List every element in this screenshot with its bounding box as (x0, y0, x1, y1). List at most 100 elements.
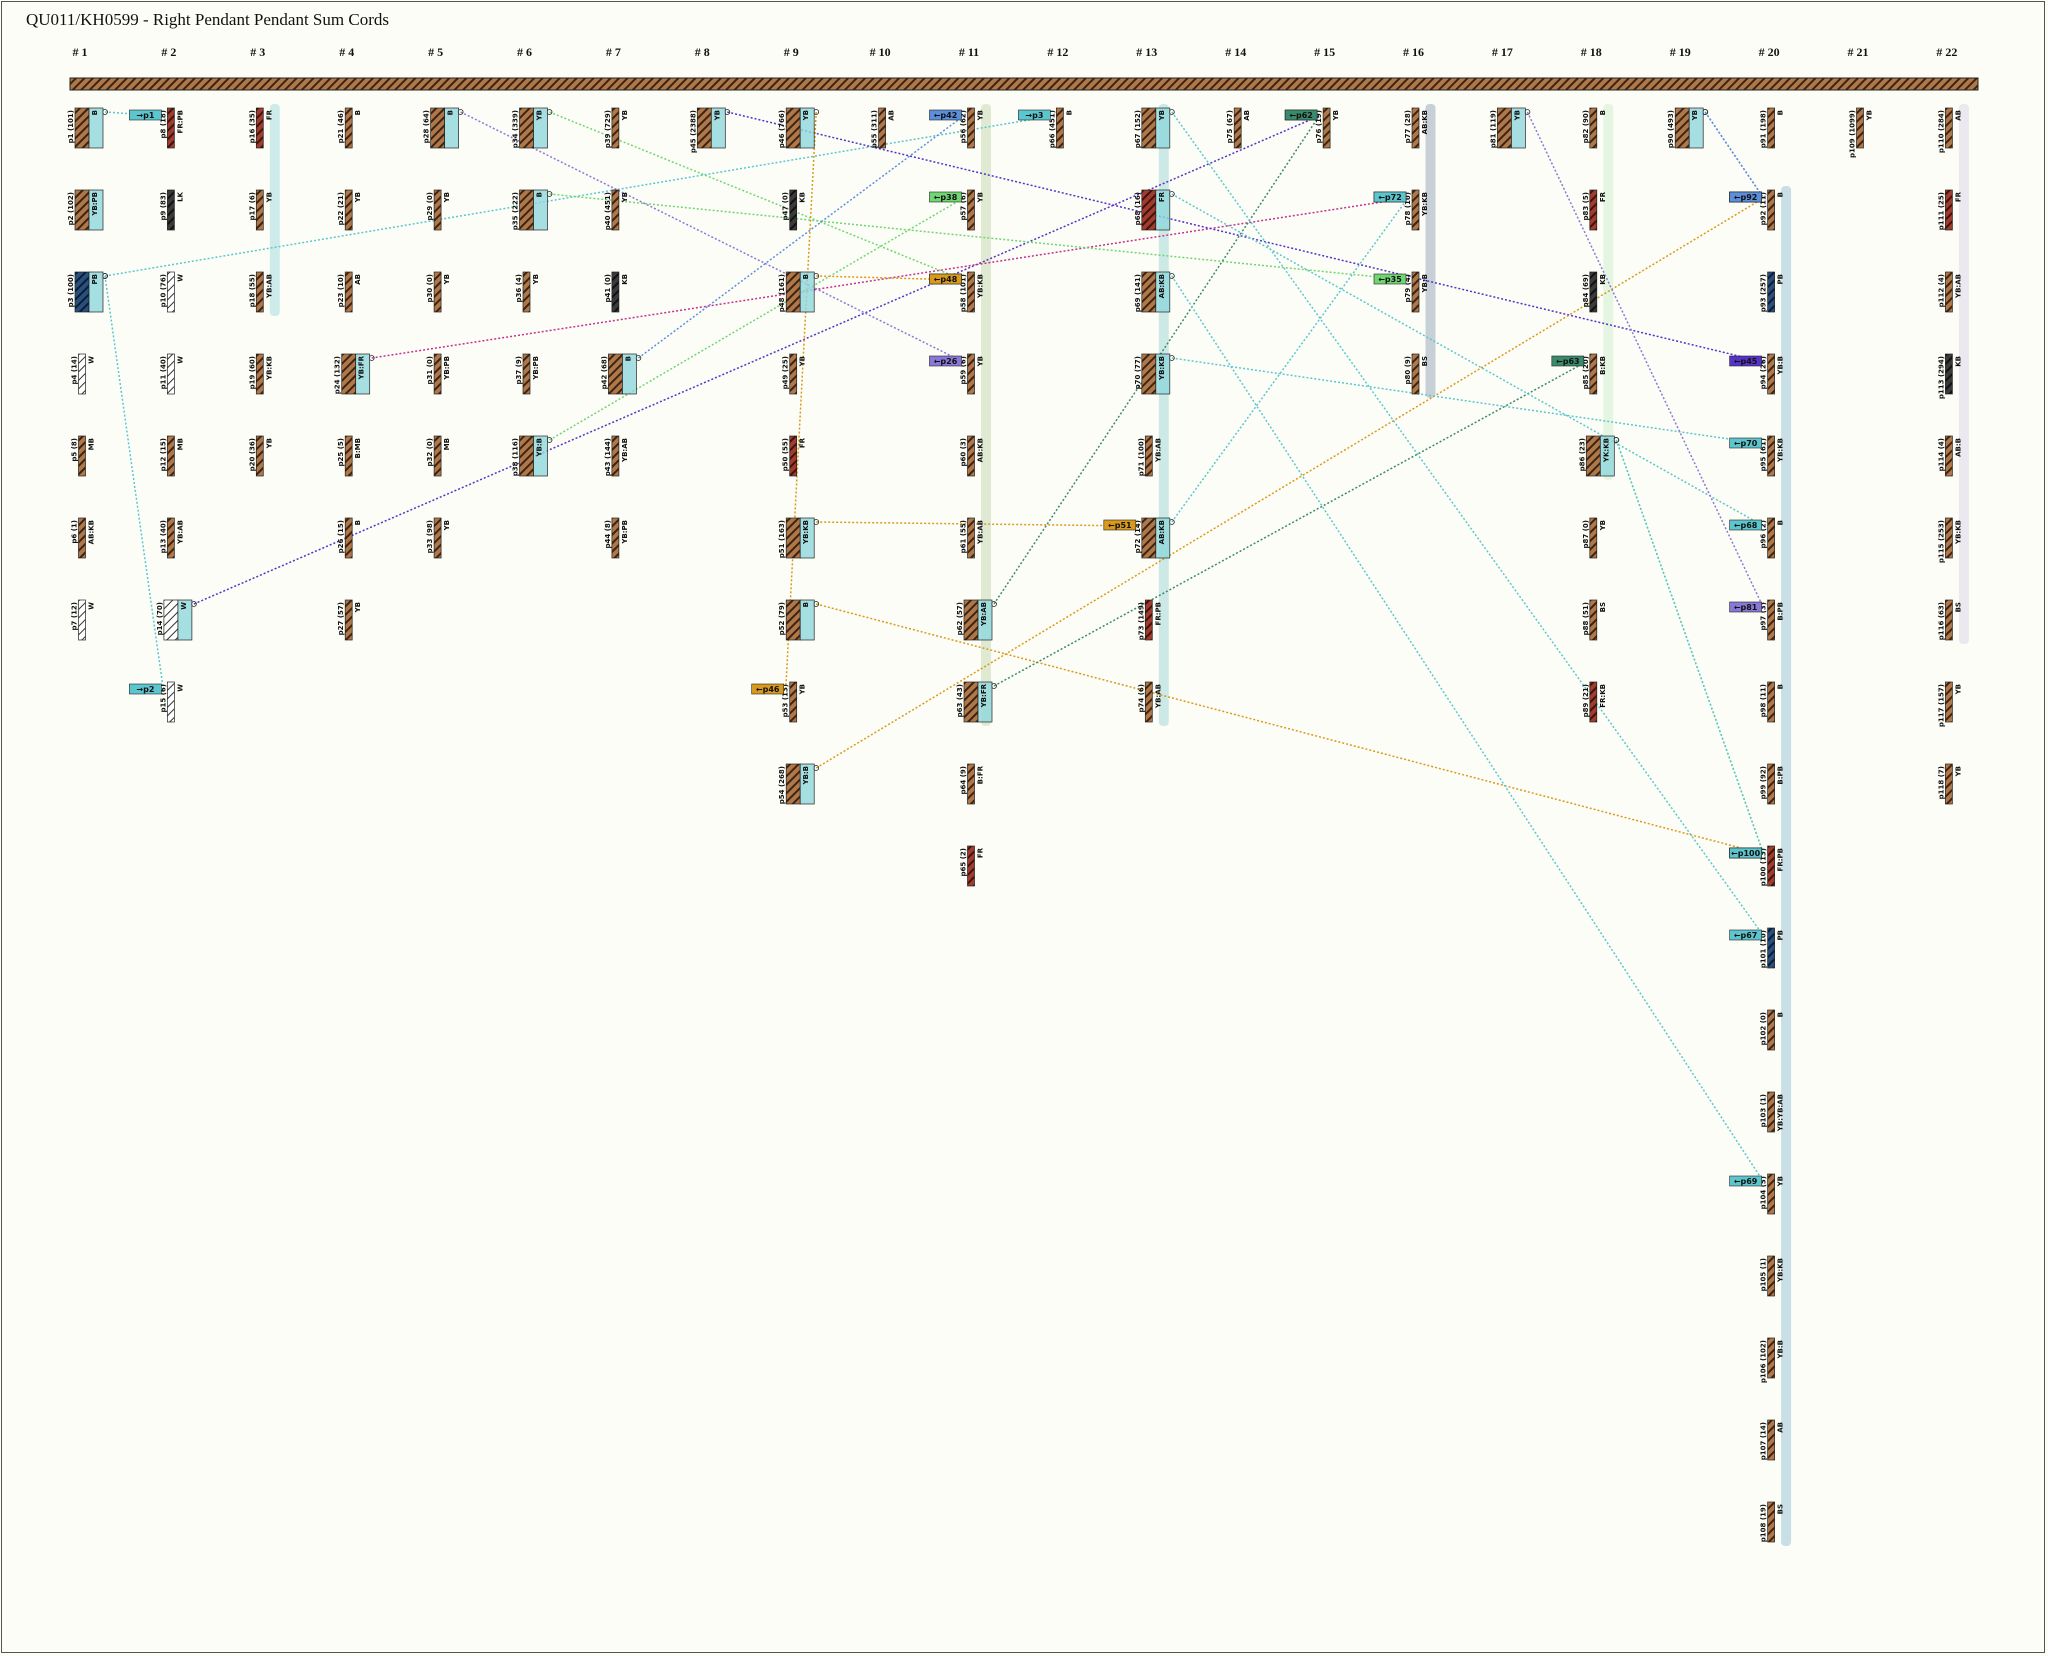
cord-p50[interactable]: p50 (55)FR (782, 435, 807, 477)
cord-p97[interactable]: p97 (3)B:PB (1760, 599, 1785, 641)
cord-p45[interactable]: p45 (2388)YB (689, 107, 726, 153)
cord-p9[interactable]: p9 (83)LK (159, 189, 184, 231)
cord-p48[interactable]: p48 (161)B (778, 271, 815, 313)
cord-p89[interactable]: p89 (21)FR:KB (1582, 681, 1607, 723)
cord-p98[interactable]: p98 (11)B (1760, 681, 1785, 723)
cord-p96[interactable]: p96 (2)B (1760, 517, 1785, 559)
cord-p31[interactable]: p31 (0)YB:PB (426, 353, 451, 395)
cord-p41[interactable]: p41 (0)KB (604, 271, 629, 313)
cord-p69[interactable]: p69 (141)AB:KB (1134, 271, 1171, 313)
cord-p72[interactable]: p72 (14)AB:KB (1134, 517, 1171, 559)
cord-p70[interactable]: p70 (77)YB:KB (1134, 353, 1171, 395)
cord-p51[interactable]: p51 (163)YB:KB (778, 517, 815, 559)
cord-p109[interactable]: p109 (1099)YB (1849, 107, 1874, 158)
cord-p90[interactable]: p90 (493)YB (1667, 107, 1704, 149)
cord-p3[interactable]: p3 (100)PB (67, 271, 104, 313)
cord-p91[interactable]: p91 (198)B (1760, 107, 1785, 149)
cord-p2[interactable]: p2 (102)YB:PB (67, 189, 104, 231)
sum-tag-p100[interactable]: ←p100 (1729, 847, 1762, 859)
sum-tag-p81[interactable]: ←p81 (1729, 601, 1762, 613)
cord-p99[interactable]: p99 (92)B:PB (1760, 763, 1785, 805)
cord-p15[interactable]: p15 (6)W (159, 681, 184, 723)
cord-p21[interactable]: p21 (46)B (337, 107, 362, 149)
cord-p13[interactable]: p13 (40)YB:AB (159, 517, 184, 559)
cord-p118[interactable]: p118 (7)YB (1937, 763, 1962, 805)
sum-tag-p2[interactable]: →p2 (129, 683, 162, 695)
cord-p59[interactable]: p59 (6)YB (960, 353, 985, 395)
cord-p6[interactable]: p6 (1)AB:KB (71, 517, 96, 559)
cord-p116[interactable]: p116 (63)BS (1937, 599, 1962, 641)
cord-p38[interactable]: p38 (116)YB:B (512, 435, 548, 477)
cord-p106[interactable]: p106 (102)YB:B (1760, 1337, 1785, 1383)
sum-tag-p1[interactable]: →p1 (129, 109, 162, 121)
cord-p112[interactable]: p112 (4)YB:AB (1937, 271, 1962, 313)
cord-p94[interactable]: p94 (26)YB:B (1760, 353, 1785, 395)
cord-p85[interactable]: p85 (20)B:KB (1582, 353, 1607, 395)
sum-tag-p3[interactable]: →p3 (1018, 109, 1051, 121)
cord-p39[interactable]: p39 (729)YB (604, 107, 629, 149)
cord-p93[interactable]: p93 (257)PB (1760, 271, 1785, 313)
cord-p77[interactable]: p77 (28)AB:KB (1404, 107, 1429, 149)
cord-p105[interactable]: p105 (1)YB:KB (1760, 1255, 1785, 1297)
cord-p110[interactable]: p110 (284)AB (1937, 107, 1962, 153)
cord-p65[interactable]: p65 (2)FR (960, 845, 985, 887)
cord-p86[interactable]: p86 (23)YK:KB (1578, 435, 1615, 477)
sum-tag-p67[interactable]: ←p67 (1729, 929, 1762, 941)
cord-p10[interactable]: p10 (76)W (159, 271, 184, 313)
cord-p33[interactable]: p33 (98)YB (426, 517, 451, 559)
cord-p34[interactable]: p34 (339)YB (512, 107, 548, 149)
cord-p79[interactable]: p79 (4)YB:B (1404, 271, 1429, 313)
cord-p103[interactable]: p103 (1)YB:YB:AB (1760, 1091, 1785, 1133)
cord-p114[interactable]: p114 (4)AB:B (1937, 435, 1962, 477)
sum-tag-p62[interactable]: ←p62 (1284, 109, 1318, 121)
cord-p71[interactable]: p71 (100)YB:AB (1137, 435, 1162, 477)
cord-p115[interactable]: p115 (253)YB:KB (1937, 517, 1962, 563)
cord-p16[interactable]: p16 (35)FR (248, 107, 273, 149)
cord-p75[interactable]: p75 (67)AB (1226, 107, 1251, 149)
cord-p14[interactable]: p14 (70)W (156, 599, 193, 641)
cord-p32[interactable]: p32 (0)MB (426, 435, 451, 477)
cord-p58[interactable]: p58 (101)YB:KB (960, 271, 985, 313)
cord-p19[interactable]: p19 (60)YB:KB (248, 353, 273, 395)
cord-p104[interactable]: p104 (5)YB (1760, 1173, 1785, 1215)
sum-tag-p68[interactable]: ←p68 (1729, 519, 1762, 531)
sum-tag-p38[interactable]: ←p38 (929, 191, 962, 203)
cord-p53[interactable]: p53 (13)YB (782, 681, 807, 723)
cord-p87[interactable]: p87 (0)YB (1582, 517, 1607, 559)
cord-p22[interactable]: p22 (21)YB (337, 189, 362, 231)
cord-p11[interactable]: p11 (40)W (159, 353, 184, 395)
cord-p24[interactable]: p24 (132)YB:FR (334, 353, 371, 395)
sum-tag-p26[interactable]: ←p26 (929, 355, 962, 367)
cord-p73[interactable]: p73 (149)FR:PB (1137, 599, 1162, 641)
cord-p66[interactable]: p66 (451)B (1048, 107, 1073, 149)
cord-p43[interactable]: p43 (144)YB:AB (604, 435, 629, 477)
cord-p76[interactable]: p76 (19)YB (1315, 107, 1340, 149)
cord-p62[interactable]: p62 (57)YB:AB (956, 599, 993, 641)
sum-tag-p46[interactable]: ←p46 (751, 683, 785, 695)
cord-p5[interactable]: p5 (8)MB (71, 435, 96, 477)
sum-tag-p63[interactable]: ←p63 (1551, 355, 1585, 367)
cord-p46[interactable]: p46 (766)YB (778, 107, 815, 149)
cord-p35[interactable]: p35 (222)B (512, 189, 548, 231)
cord-p78[interactable]: p78 (10)YB:KB (1404, 189, 1429, 231)
cord-p81[interactable]: p81 (119)YB (1489, 107, 1526, 149)
sum-tag-p48[interactable]: ←p48 (929, 273, 962, 285)
cord-p63[interactable]: p63 (43)YB:FR (956, 681, 993, 723)
cord-p28[interactable]: p28 (64)B (423, 107, 459, 149)
sum-tag-p70[interactable]: ←p70 (1729, 437, 1762, 449)
cord-p29[interactable]: p29 (0)YB (426, 189, 451, 231)
cord-p30[interactable]: p30 (0)YB (426, 271, 451, 313)
cord-p12[interactable]: p12 (15)MB (159, 435, 184, 477)
cord-p36[interactable]: p36 (4)YB (515, 271, 540, 313)
cord-p7[interactable]: p7 (12)W (71, 599, 96, 641)
cord-p107[interactable]: p107 (14)AB (1760, 1419, 1785, 1461)
sum-tag-p35[interactable]: ←p35 (1373, 273, 1407, 285)
cord-p4[interactable]: p4 (14)W (71, 353, 96, 395)
cord-p40[interactable]: p40 (451)YB (604, 189, 629, 231)
cord-p25[interactable]: p25 (5)B:MB (337, 435, 362, 477)
sum-tag-p69[interactable]: ←p69 (1729, 1175, 1762, 1187)
cord-p80[interactable]: p80 (9)BS (1404, 353, 1429, 395)
sum-tag-p45[interactable]: ←p45 (1729, 355, 1762, 367)
cord-p37[interactable]: p37 (9)YB:PB (515, 353, 540, 395)
cord-p82[interactable]: p82 (90)B (1582, 107, 1607, 149)
